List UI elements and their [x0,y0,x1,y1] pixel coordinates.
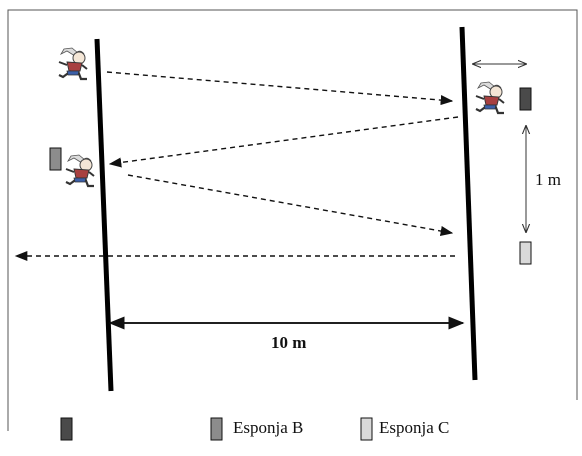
legend-swatch-a [60,417,73,441]
distance-label-1m: 1 m [535,170,561,189]
runner-icon [57,46,89,81]
path-arrow-3 [127,174,454,236]
path-arrow-2 [108,116,459,168]
path-arrow-1 [106,71,454,106]
legend-label-c: Esponja C [379,418,450,437]
distance-label-10m: 10 m [271,333,307,352]
runner-icon [474,80,506,115]
legend-swatch-c [360,417,373,441]
legend-label-b: Esponja B [233,418,304,437]
start-line [94,38,114,392]
sponge-b [49,147,62,171]
legend-swatch-b [210,417,223,441]
sponge-a [519,87,532,111]
end-line [459,26,478,381]
frame-border [7,9,578,431]
sponge-c [519,241,532,265]
runner-icon [64,153,96,188]
